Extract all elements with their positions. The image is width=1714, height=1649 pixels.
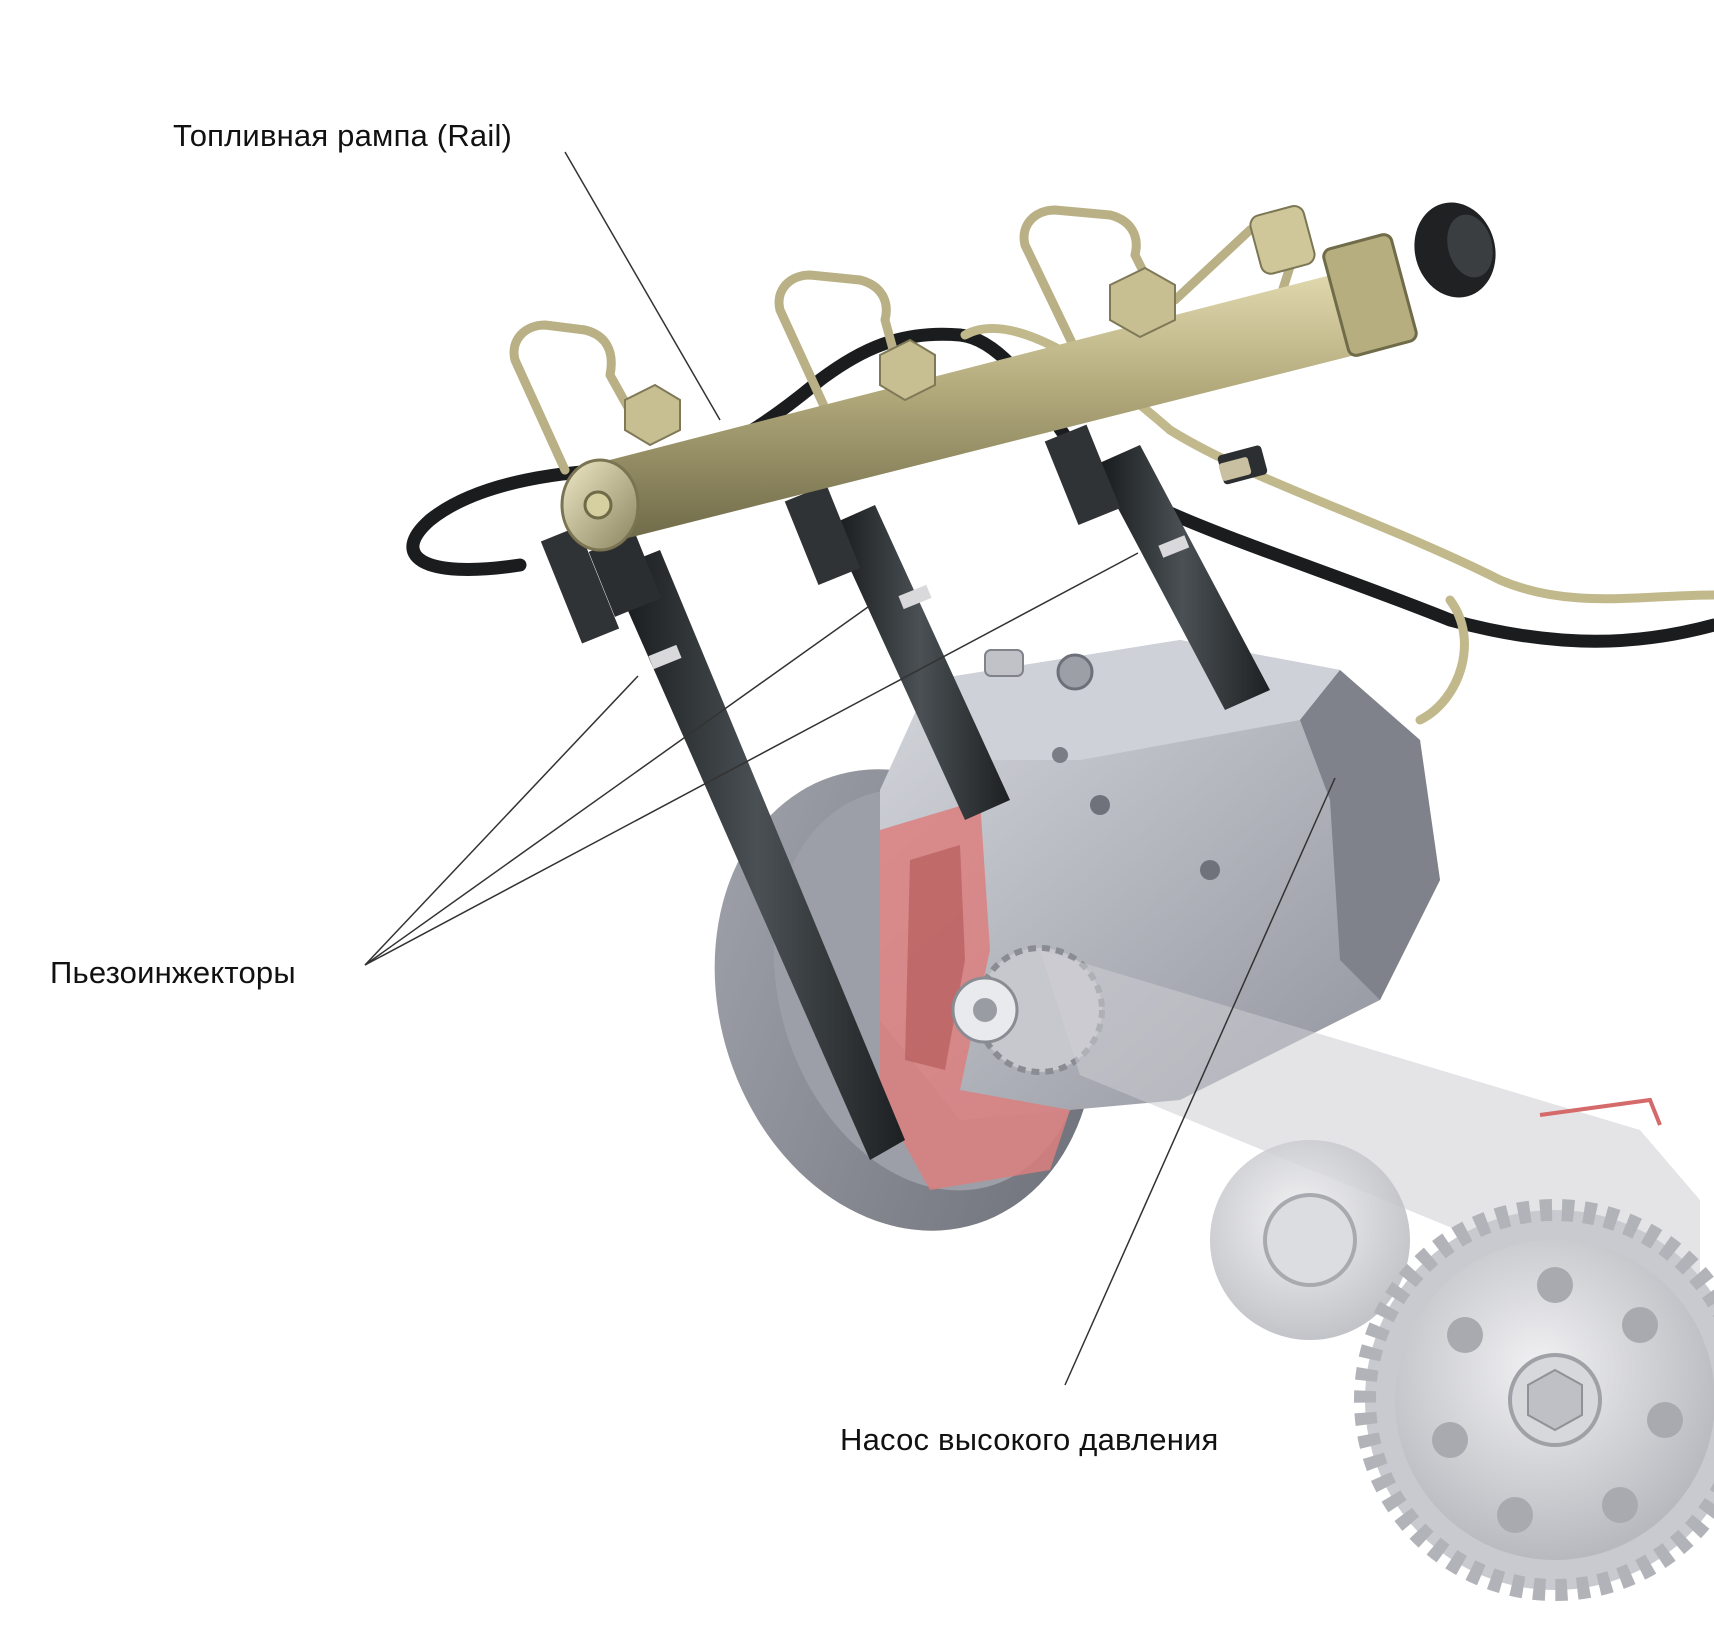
- pump-block-side: [1300, 670, 1440, 1000]
- label-fuel-rail: Топливная рампа (Rail): [173, 118, 513, 153]
- injector-2: [784, 484, 1010, 820]
- rail-body: [590, 265, 1395, 540]
- leader-injector-3: [364, 552, 1139, 966]
- return-line: [406, 327, 1714, 648]
- rail-connector-hex: [1322, 233, 1418, 357]
- pump-cutaway-inner: [905, 845, 965, 1070]
- leader-pump: [1064, 777, 1336, 1386]
- pump-top-bolt: [984, 649, 1024, 677]
- injector-pipe-1: [509, 320, 640, 475]
- label-high-pressure-pump: Насос высокого давления: [840, 1422, 1219, 1457]
- injector-3: [1044, 424, 1270, 710]
- label-piezo-injectors: Пьезоинжекторы: [50, 955, 296, 990]
- fuel-rail: [560, 202, 1496, 552]
- injector-pipe-3: [1019, 205, 1165, 375]
- rail-fitting-3: [1109, 266, 1176, 339]
- sprocket-cover-red-edge: [1539, 1097, 1662, 1126]
- camshaft-sprocket: [1354, 1199, 1714, 1601]
- rail-fitting-2: [879, 338, 936, 402]
- injector-pipe-2: [774, 270, 905, 435]
- leader-lines: [364, 151, 1336, 1386]
- leader-rail: [564, 151, 721, 421]
- injector-1: [540, 526, 905, 1160]
- rail-fitting-1: [624, 383, 681, 447]
- pump-top-port: [1056, 653, 1094, 691]
- high-pressure-pump: [714, 640, 1714, 1601]
- leader-injector-2: [364, 601, 876, 966]
- piezo-injectors: [540, 424, 1270, 1160]
- leader-injector-1: [364, 675, 639, 966]
